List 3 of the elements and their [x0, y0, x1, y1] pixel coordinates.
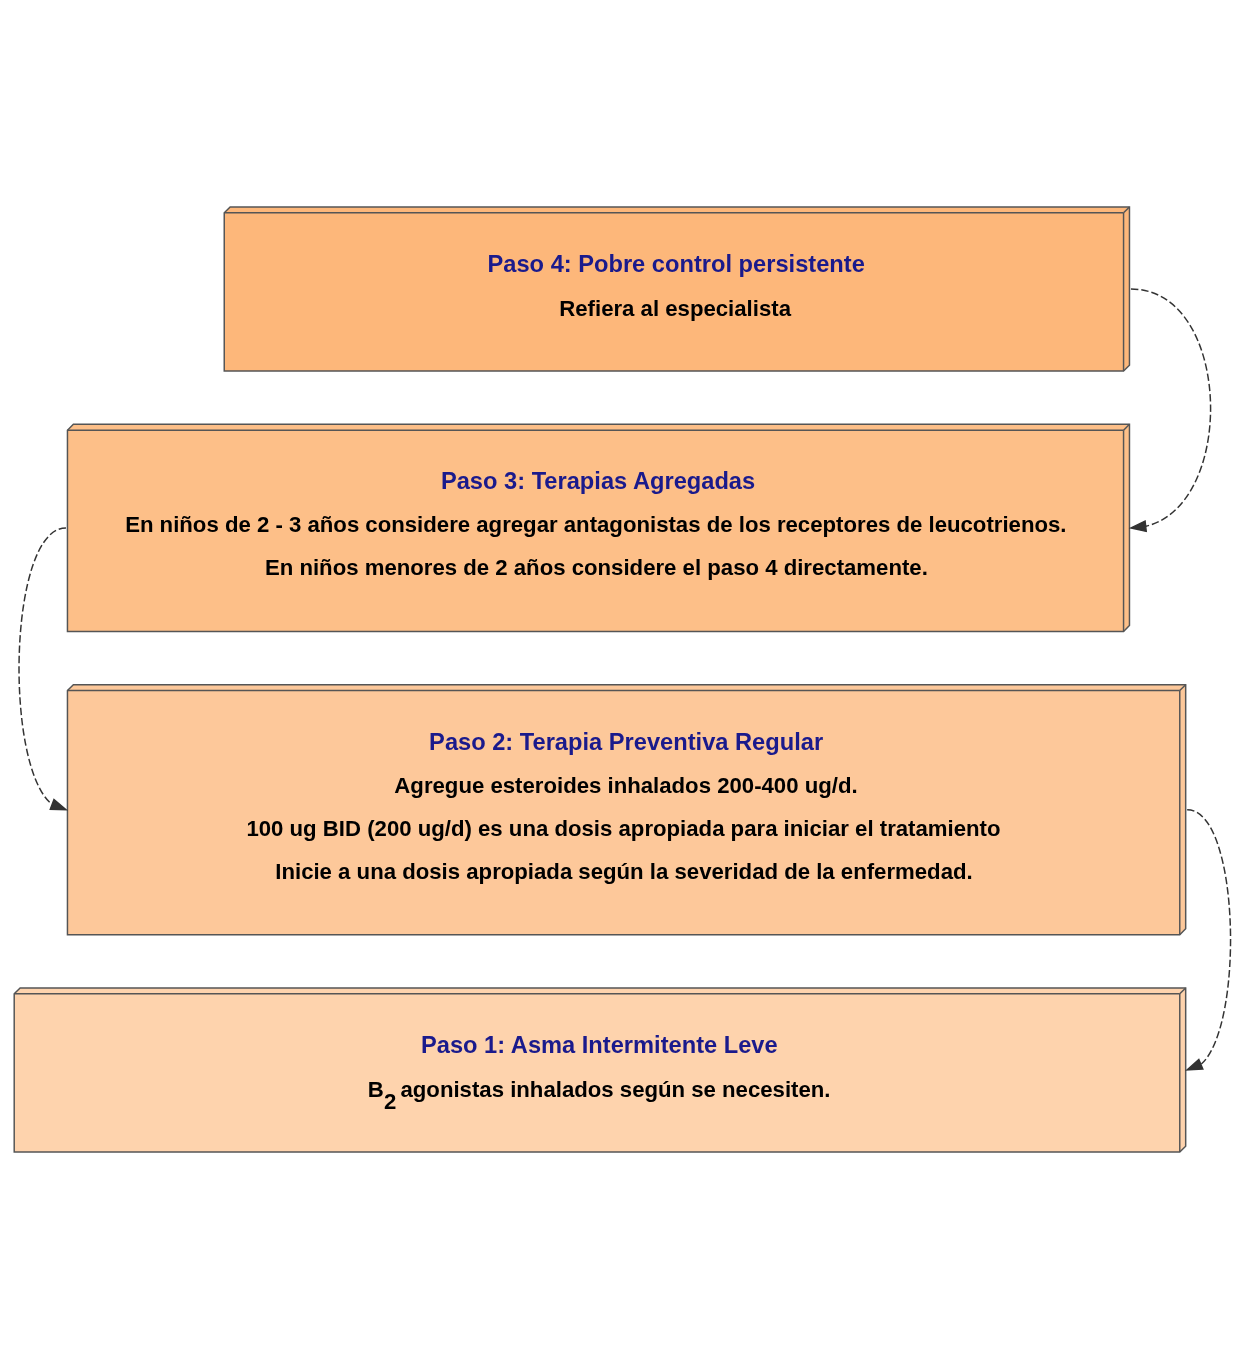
arrow [1128, 288, 1212, 533]
arrow [1185, 808, 1232, 1071]
arrow [18, 527, 69, 811]
